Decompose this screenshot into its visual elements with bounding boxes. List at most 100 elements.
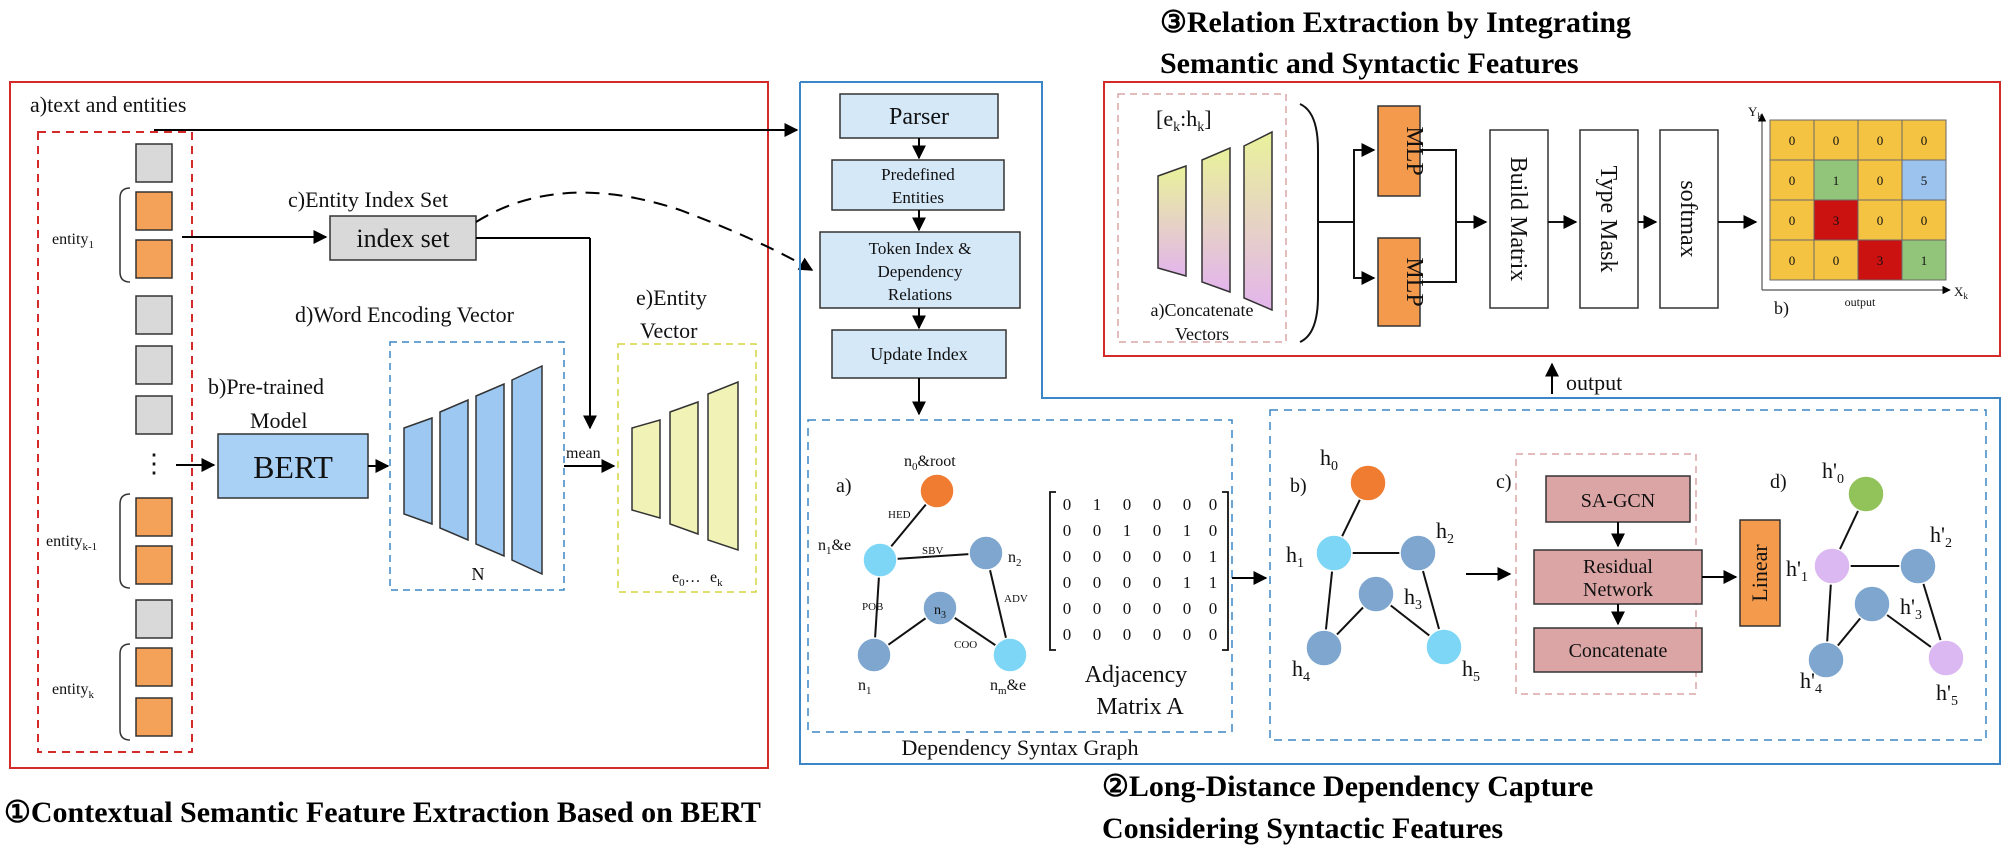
mlp-top-box	[1377, 105, 1421, 197]
grid-y-label: Yk	[1748, 104, 1762, 121]
type-mask-text: Type Mask	[1595, 166, 1621, 273]
gcn-dashed-box	[1269, 409, 1987, 741]
bert-box	[217, 433, 369, 499]
grid-cell-value: 0	[1789, 253, 1796, 268]
grid-cell-value: 3	[1833, 213, 1840, 228]
h2-label: h2	[1436, 518, 1454, 547]
grid-cell-value: 1	[1833, 173, 1840, 188]
token-orange	[135, 191, 173, 231]
grid-cell-value: 0	[1833, 253, 1840, 268]
matrix-cell: 1	[1123, 521, 1132, 540]
graph-nme-node	[992, 637, 1028, 673]
grid-cell-value: 0	[1921, 213, 1928, 228]
index-set-box	[329, 215, 477, 261]
matrix-cell: 0	[1093, 573, 1102, 592]
word-encoding-label: d)Word Encoding Vector	[295, 302, 515, 327]
entityk1-label: entityk-1	[46, 533, 97, 553]
type-mask-box	[1579, 129, 1639, 309]
dependency-graph-caption: Dependency Syntax Graph	[901, 735, 1138, 760]
residual-box	[1533, 549, 1703, 605]
matrix-cell: 0	[1093, 625, 1102, 644]
matrix-cell: 0	[1123, 599, 1132, 618]
matrix-cell: 1	[1093, 495, 1102, 514]
encoder-layer	[475, 382, 505, 558]
grid-output-caption: output	[1845, 295, 1876, 309]
hp3-label: h'3	[1900, 594, 1922, 623]
parser-flow: Parser Predefined Entities Token Index &…	[819, 93, 1021, 416]
concat-vector	[1157, 164, 1187, 277]
concat-caption-line2: Vectors	[1175, 324, 1229, 344]
entity-index-set-label: c)Entity Index Set	[288, 187, 448, 212]
n3-label: n3	[934, 603, 946, 621]
mlp-bottom-merge	[1420, 222, 1457, 283]
grid-cell	[1813, 199, 1859, 241]
adjacency-label-line2: Matrix A	[1096, 694, 1184, 720]
n-label: N	[472, 564, 485, 584]
linear-box	[1739, 519, 1781, 627]
entity-vector-trapezoids	[631, 380, 739, 552]
to-mlp-top-arrow	[1353, 143, 1376, 222]
hp5-node	[1927, 639, 1965, 677]
token-orange	[135, 239, 173, 279]
edge-hed-label: HED	[888, 509, 911, 521]
index-to-token-dashed-arrow	[475, 191, 814, 271]
text-entities-label: a)text and entities	[30, 92, 186, 117]
concatenate-box	[1533, 627, 1703, 673]
grid-cell	[1813, 159, 1859, 201]
parser-text: Parser	[889, 104, 949, 130]
update-index-text: Update Index	[870, 344, 967, 364]
token-gray	[135, 395, 173, 435]
hp5-label: h'5	[1936, 680, 1958, 709]
part2-title-line2: Considering Syntactic Features	[1102, 812, 1503, 845]
softmax-box	[1659, 129, 1719, 309]
grid-cell	[1813, 239, 1859, 281]
matrix-cell: 0	[1123, 625, 1132, 644]
matrix-cell: 0	[1153, 573, 1162, 592]
hp4-label: h'4	[1800, 668, 1822, 697]
hp3-node	[1853, 585, 1891, 623]
token-index-line3: Relations	[888, 285, 952, 304]
to-mlp-bottom-arrow	[1353, 222, 1376, 285]
encoder-layer	[511, 364, 543, 576]
concat-title: [ek:hk]	[1156, 106, 1212, 135]
n2-label: n2	[1008, 549, 1022, 569]
concat-vectors-dashed-box	[1117, 93, 1287, 343]
grid-cell-value: 0	[1789, 213, 1796, 228]
matrix-cell: 0	[1123, 495, 1132, 514]
matrix-cell: 0	[1123, 573, 1132, 592]
matrix-cell: 1	[1183, 573, 1192, 592]
hp1-label: h'1	[1786, 556, 1808, 585]
encoder-trapezoids	[403, 364, 543, 576]
h5-node	[1425, 628, 1463, 666]
matrix-cell: 0	[1123, 547, 1132, 566]
part1-title: ①Contextual Semantic Feature Extraction …	[4, 796, 761, 829]
grid-cell-value: 0	[1877, 133, 1884, 148]
predefined-box	[831, 159, 1005, 211]
grid-cell-value: 0	[1877, 173, 1884, 188]
concat-caption-line1: a)Concatenate	[1151, 300, 1254, 321]
matrix-cell: 1	[1183, 521, 1192, 540]
residual-line1: Residual	[1583, 556, 1653, 578]
h4-node	[1305, 629, 1343, 667]
sagcn-box	[1545, 475, 1691, 523]
entity-vector-layer	[631, 419, 661, 519]
gcn-c-label: c)	[1496, 471, 1512, 493]
concatenate-text: Concatenate	[1569, 640, 1668, 662]
encoder-layer	[439, 398, 469, 542]
hp0-label: h'0	[1822, 458, 1844, 487]
gcn-d-label: d)	[1770, 471, 1787, 493]
update-index-box	[831, 329, 1007, 379]
entityk-label: entityk	[52, 681, 94, 701]
grid-cell	[1857, 199, 1903, 241]
entity1-label: entity1	[52, 231, 94, 251]
matrix-bracket-right	[1222, 491, 1229, 651]
matrix-cell: 0	[1063, 547, 1072, 566]
adjacency-matrix: 0 1 0 0 0 0 0 0 1 0 1 0 0 0 0 0 0 1 0 0 …	[1049, 491, 1229, 651]
graph-n2-node	[968, 535, 1004, 571]
output-label: output	[1566, 370, 1622, 395]
token-index-box	[819, 231, 1021, 309]
grid-cell-value: 0	[1921, 133, 1928, 148]
graph-n1-node	[856, 637, 892, 673]
token-index-line2: Dependency	[878, 262, 963, 281]
